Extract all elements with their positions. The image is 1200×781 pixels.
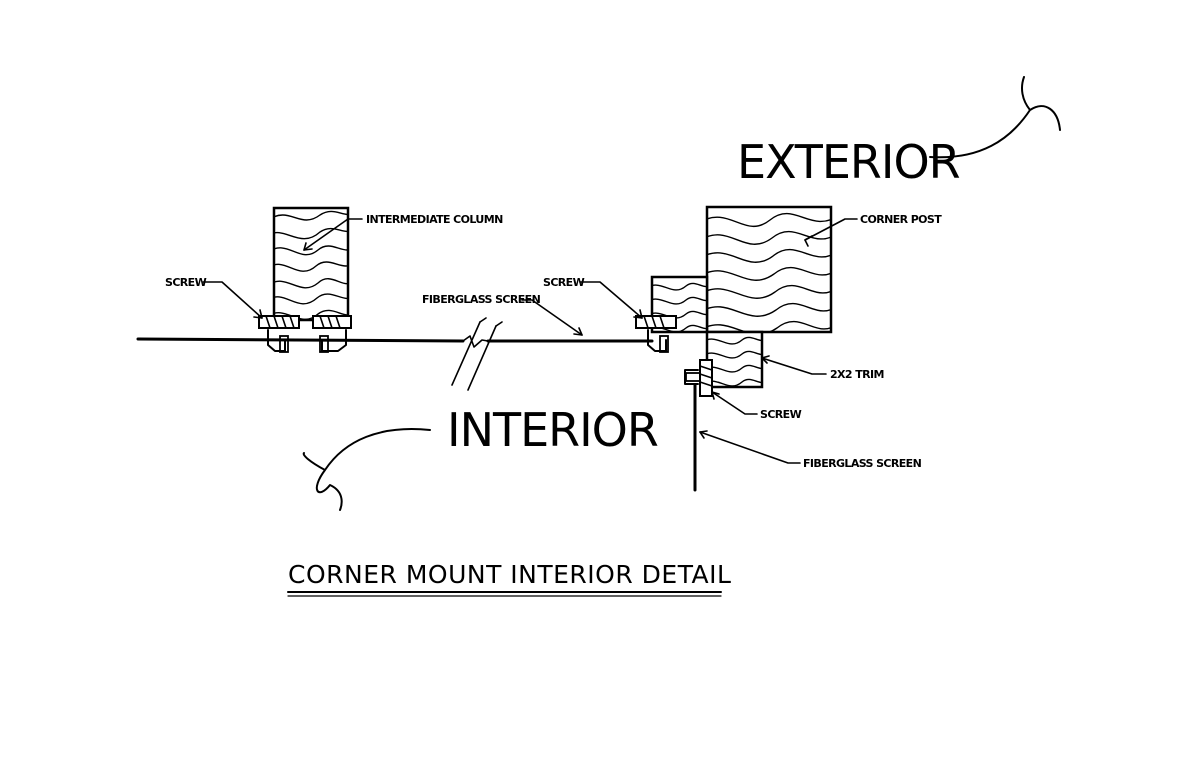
fiberglass-screen-line bbox=[136, 317, 654, 391]
exterior-label: EXTERIOR bbox=[737, 135, 960, 189]
fiberglass-screen-top-label: FIBERGLASS SCREEN bbox=[422, 293, 541, 306]
column-screw-right bbox=[312, 315, 352, 353]
intermediate-column-label: INTERMEDIATE COLUMN bbox=[366, 213, 503, 226]
intermediate-column bbox=[272, 206, 350, 322]
blocking-screw bbox=[635, 315, 677, 353]
corner-post-label: CORNER POST bbox=[860, 213, 942, 226]
drawing-title: CORNER MOUNT INTERIOR DETAIL bbox=[288, 560, 731, 589]
screw-left-label: SCREW bbox=[165, 276, 207, 289]
corner-post bbox=[705, 205, 833, 334]
trim-2x2 bbox=[705, 330, 764, 389]
interior-label: INTERIOR bbox=[447, 403, 658, 457]
column-screw-left bbox=[258, 315, 300, 353]
screw-right-label: SCREW bbox=[760, 408, 802, 421]
interior-curve bbox=[302, 428, 431, 511]
exterior-curve bbox=[929, 76, 1061, 159]
screw-middle-label: SCREW bbox=[543, 276, 585, 289]
leader-lines bbox=[202, 218, 858, 464]
fiberglass-screen-bottom-label: FIBERGLASS SCREEN bbox=[803, 457, 922, 470]
trim-screw bbox=[684, 359, 713, 397]
trim-label: 2X2 TRIM bbox=[830, 368, 884, 381]
